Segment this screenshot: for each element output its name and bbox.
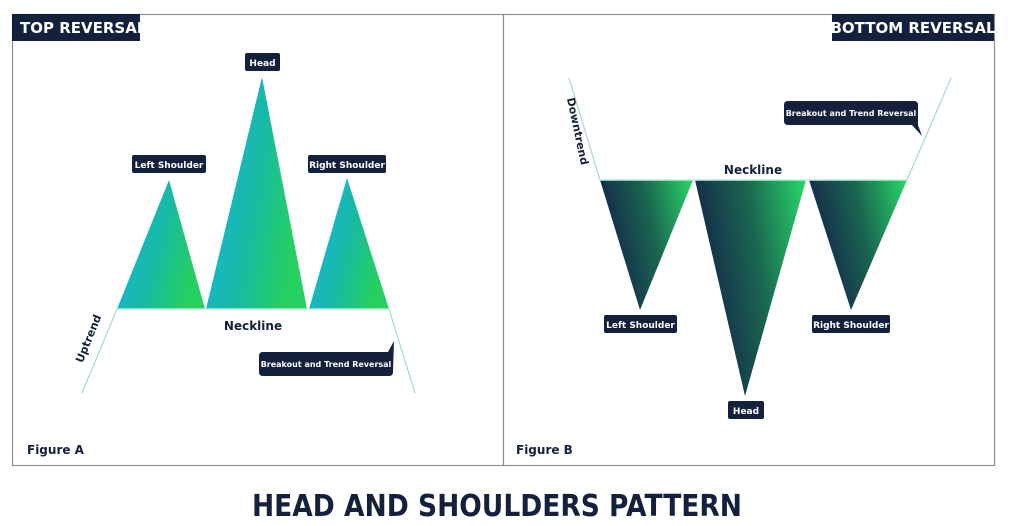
figure-a-badge	[12, 14, 140, 41]
figure-a-caption: Figure A	[27, 443, 85, 457]
neckline-a-label: Neckline	[224, 319, 282, 333]
breakout-callout-a	[259, 341, 394, 376]
figure-b-caption: Figure B	[516, 443, 573, 457]
figure-b-badge	[832, 14, 994, 41]
page-title: HEAD AND SHOULDERS PATTERN	[252, 489, 742, 524]
breakout-callout-b-text: Breakout and Trend Reversal	[786, 109, 917, 118]
neckline-b-label: Neckline	[724, 163, 782, 177]
left-shoulder-trough	[600, 180, 693, 310]
breakout-callout-a-text: Breakout and Trend Reversal	[261, 360, 392, 369]
breakout-line-b	[906, 77, 952, 181]
head-trough	[695, 180, 806, 396]
breakout-callout-b	[784, 101, 922, 136]
head-label-b-text: Head	[733, 407, 759, 417]
left-shoulder-label-a-text: Left Shoulder	[135, 161, 204, 171]
left-shoulder-label-b	[604, 315, 677, 333]
uptrend-line	[81, 308, 118, 394]
right-shoulder-label-a-text: Right Shoulder	[309, 161, 385, 171]
figure-b-badge-text: BOTTOM REVERSAL	[830, 19, 996, 37]
head-label-a	[245, 53, 280, 71]
breakout-line-a	[388, 308, 416, 394]
figure-a-badge-text: TOP REVERSAL	[20, 19, 147, 37]
right-shoulder-label-b-text: Right Shoulder	[813, 321, 889, 331]
right-shoulder-trough	[809, 180, 907, 310]
right-shoulder-label-b	[812, 315, 890, 333]
left-shoulder-label-b-text: Left Shoulder	[606, 321, 675, 331]
head-peak	[206, 77, 307, 309]
left-shoulder-peak	[117, 180, 205, 309]
head-label-a-text: Head	[249, 59, 275, 69]
downtrend-line	[568, 77, 601, 181]
left-shoulder-label-a	[132, 155, 206, 173]
head-label-b	[728, 401, 764, 419]
right-shoulder-label-a	[308, 155, 386, 173]
right-shoulder-peak	[309, 178, 389, 309]
